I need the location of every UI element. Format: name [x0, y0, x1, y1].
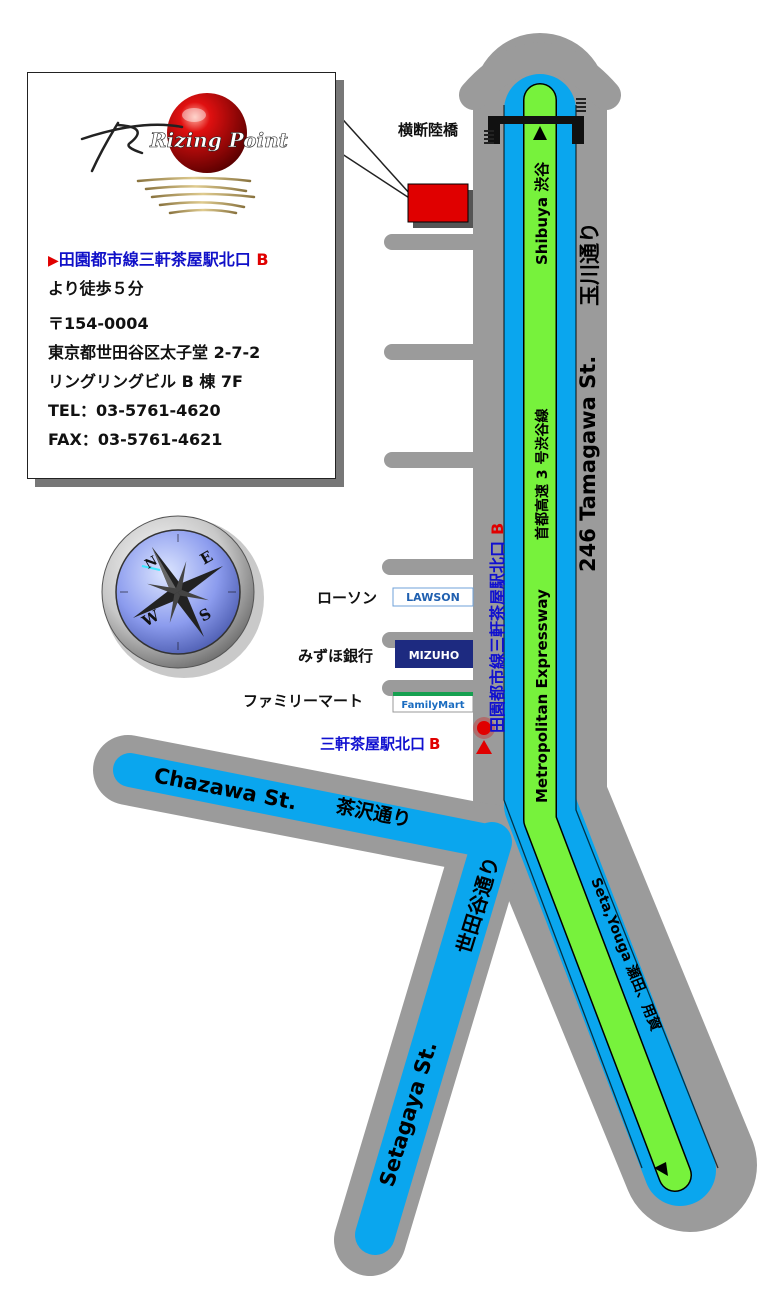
rizing-point-logo: Rizing Point: [80, 93, 289, 215]
mizuho-label: みずほ銀行: [298, 647, 373, 665]
expressway-jp-label: 首都高速 3 号渋谷線: [534, 409, 551, 541]
building-marker: [407, 183, 469, 223]
seta-arrow-icon: [654, 1162, 668, 1176]
svg-text:MIZUHO: MIZUHO: [409, 649, 460, 662]
info-text: ▶田園都市線三軒茶屋駅北口 B より徒歩５分 〒154-0004 東京都世田谷区…: [48, 245, 269, 454]
tamagawa-jp-label: 玉川通り: [578, 222, 602, 306]
info-callout: Rizing Point ▶田園都市線三軒茶屋駅北口 B より徒歩５分 〒154…: [27, 72, 336, 479]
walk-time: より徒歩５分: [48, 279, 144, 298]
station-triangle-icon: ▶: [48, 253, 59, 269]
svg-text:LAWSON: LAWSON: [406, 591, 460, 604]
station-exit-marker: [473, 717, 495, 739]
svg-text:FamilyMart: FamilyMart: [401, 700, 464, 711]
station-vertical-label: 田園都市線三軒茶屋駅北口B: [488, 523, 507, 733]
lawson-sign: LAWSON: [392, 587, 474, 607]
shibuya-label: Shibuya 渋谷: [533, 161, 551, 265]
crosswalk-label: 横断陸橋: [398, 121, 459, 139]
callout-pointer: [335, 110, 421, 206]
side-streets: [382, 234, 488, 696]
compass-icon: E S W N: [101, 515, 264, 678]
pedestrian-bridge: [484, 98, 586, 144]
lawson-label: ローソン: [317, 589, 377, 607]
familymart-sign: FamilyMart: [392, 691, 474, 713]
expressway-green: [523, 83, 692, 1192]
building: リングリングビル B 棟 7F: [48, 372, 243, 391]
familymart-label: ファミリーマート: [243, 692, 363, 710]
postal-code: 〒154-0004: [48, 314, 149, 333]
tel: TEL：03-5761-4620: [48, 401, 221, 420]
exit-arrow-icon: [476, 740, 492, 754]
station-line: ▶田園都市線三軒茶屋駅北口 B: [48, 250, 269, 269]
shibuya-arrow-icon: [533, 126, 547, 140]
tamagawa-label: 246 Tamagawa St.: [576, 356, 600, 572]
svg-text:Rizing Point: Rizing Point: [149, 128, 289, 152]
address: 東京都世田谷区太子堂 2-7-2: [48, 343, 261, 362]
expressway-en-label: Metropolitan Expressway: [533, 589, 551, 803]
fax: FAX：03-5761-4621: [48, 430, 223, 449]
road-blue-outline: [503, 105, 719, 1169]
mizuho-sign: MIZUHO: [395, 640, 473, 668]
